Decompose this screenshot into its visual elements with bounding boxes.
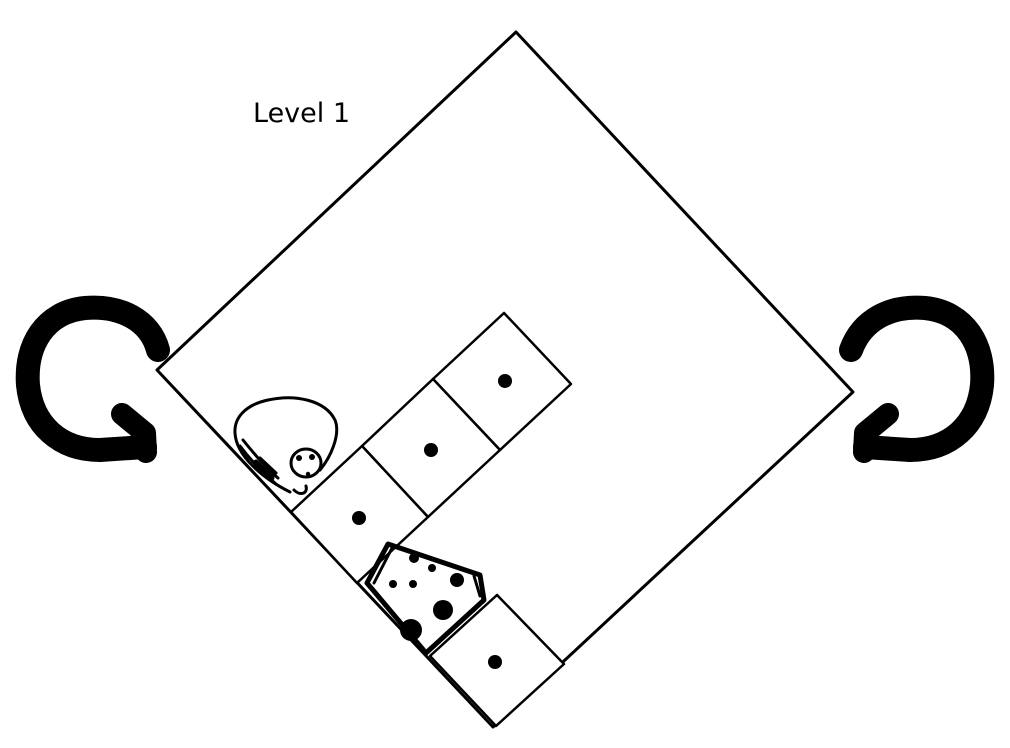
tile-dot <box>424 443 438 457</box>
level-title: Level 1 <box>253 98 350 129</box>
tile-dot <box>488 655 502 669</box>
rotate-clockwise-icon <box>839 295 995 463</box>
tile-dot <box>498 374 512 388</box>
rotate-left-button[interactable] <box>15 295 170 463</box>
cheese-icon <box>364 541 487 656</box>
cheese-piece[interactable] <box>364 541 487 656</box>
tile-4[interactable] <box>428 593 566 728</box>
tile-3[interactable] <box>289 444 430 585</box>
mouse-icon <box>233 396 339 495</box>
game-board <box>155 30 855 729</box>
rotate-right-button[interactable] <box>839 295 995 463</box>
mouse-piece[interactable] <box>233 396 339 495</box>
rotate-counterclockwise-icon <box>15 295 170 463</box>
tile-dot <box>352 511 366 525</box>
